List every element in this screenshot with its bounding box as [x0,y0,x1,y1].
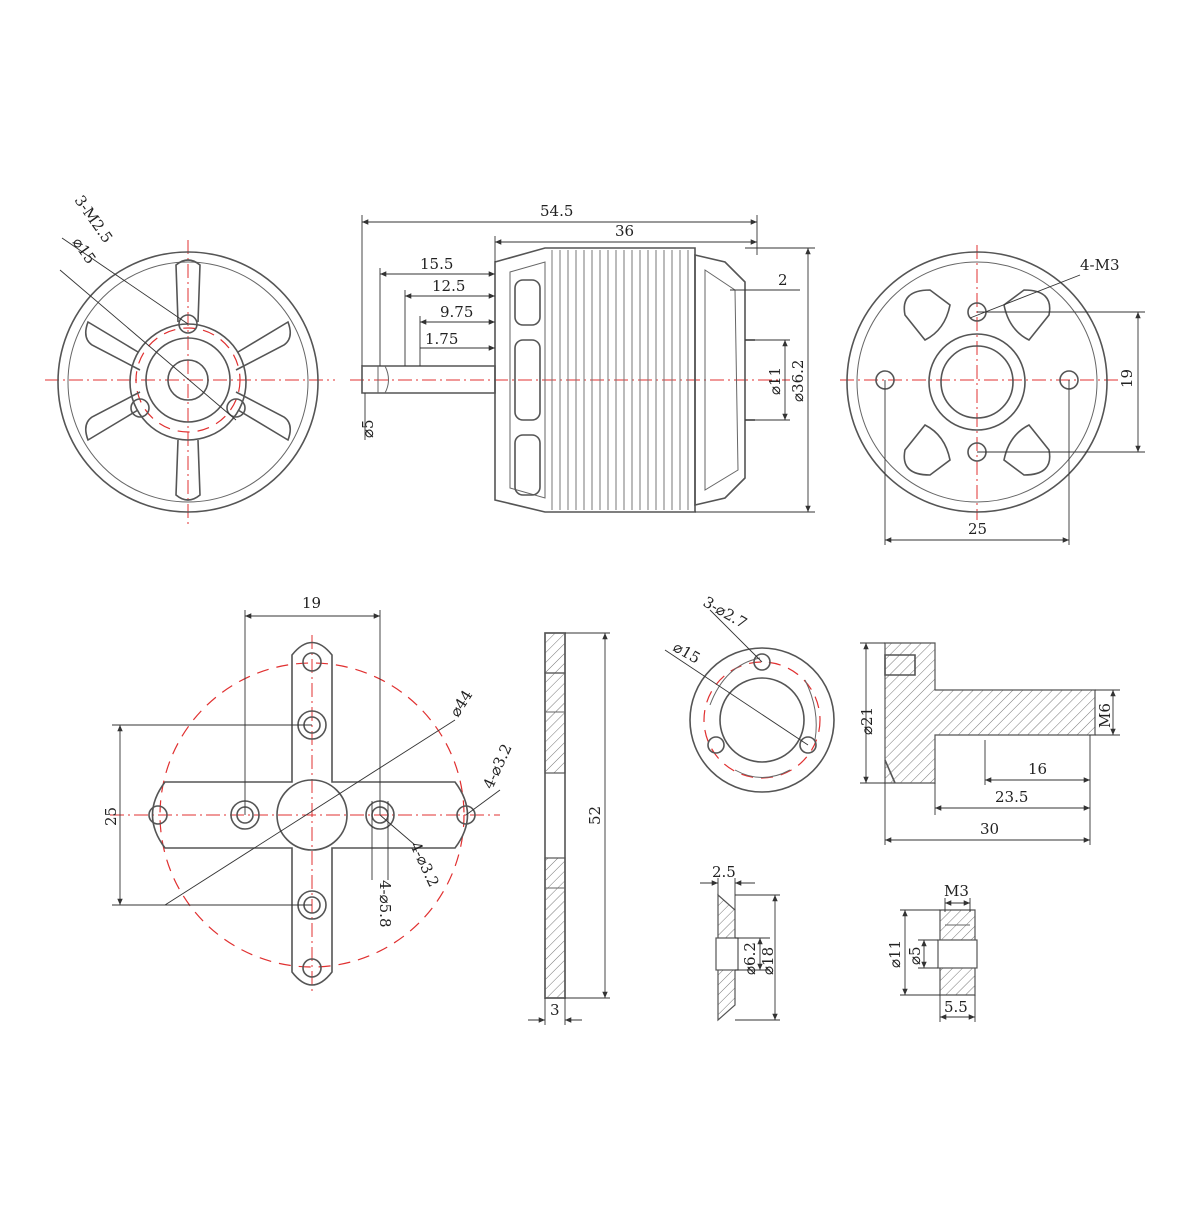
side-fins [551,250,689,510]
front-circle-label: ⌀15 [69,234,100,267]
front-view: 3-M2.5 ⌀15 [45,192,335,525]
collet-plate-outer [689,647,835,793]
washer-view: 2.5 ⌀6.2 ⌀18 [700,863,780,1022]
mount-section-height: 52 [586,806,604,825]
collet-plate-inner [719,677,805,763]
washer-thickness: 2.5 [712,863,736,881]
side-body-length: 36 [615,222,634,240]
front-bore [167,359,209,401]
nut-view: M3 ⌀11 ⌀5 5.5 [886,882,978,1022]
cross-center-hole [276,779,348,851]
rear-view: 4-M3 19 25 [840,245,1145,545]
front-hole-left [130,398,150,418]
cross-spacing-side: 25 [102,807,120,826]
rear-thread-label: 4-M3 [1080,256,1120,274]
prop-adapter-view: ⌀21 M6 16 23.5 30 [858,642,1120,845]
collet-hole-label: 3-⌀2.7 [700,593,750,632]
nut-inner-dia: ⌀5 [906,946,924,965]
collet-circle-label: ⌀15 [670,638,703,668]
prop-len-23-5: 23.5 [995,788,1028,806]
side-view: 54.5 36 15.5 12.5 9.75 1.75 2 ⌀5 ⌀11 ⌀36… [350,202,815,513]
front-spokes [84,259,292,501]
collet-plate-view: 3-⌀2.7 ⌀15 [664,593,835,793]
side-shaft-1-75: 1.75 [425,330,458,348]
side-body-dia: ⌀36.2 [789,360,807,402]
prop-adapter-body [884,642,1096,784]
nut-outer-dia: ⌀11 [886,940,904,968]
front-bolt-circle [135,327,241,433]
cross-spacing-top: 19 [302,594,321,612]
cross-circle-label: ⌀44 [446,687,476,720]
rear-spacing-h: 25 [968,520,987,538]
cross-hole-label-a: 4-⌀3.2 [479,741,515,792]
cross-hole-label-b: 4-⌀3.2 [406,839,442,890]
side-vent-2 [514,339,541,421]
mount-section-thickness: 3 [550,1001,560,1019]
side-overall-length: 54.5 [540,202,573,220]
side-shaft-dia: ⌀5 [359,419,377,438]
cross-mount-view: 19 25 ⌀44 4-⌀3.2 4-⌀3.2 4-⌀5.8 [102,594,516,995]
side-shaft-12-5: 12.5 [432,277,465,295]
prop-flange-dia: ⌀21 [858,707,876,735]
front-boss [145,337,231,423]
front-inner-rim [67,261,309,503]
nut-thread: M3 [944,882,969,900]
front-hole-top [178,314,198,334]
rear-outer-rim [846,251,1108,513]
mount-section-view: 52 3 [528,632,610,1025]
rear-center-boss [928,333,1026,431]
cross-counterbore-label: 4-⌀5.8 [376,880,394,928]
cross-plate [151,641,469,986]
side-boss-dia: ⌀11 [766,367,784,395]
front-leader-thread [61,237,189,325]
rear-spacing-v: 19 [1118,369,1136,388]
side-shaft-9-75: 9.75 [440,303,473,321]
side-vent-1 [514,279,541,326]
prop-len-16: 16 [1028,760,1047,778]
front-hole-right [226,398,246,418]
washer-inner-dia: ⌀6.2 [741,942,759,975]
nut-width: 5.5 [944,998,968,1016]
washer-outer-dia: ⌀18 [759,947,777,975]
prop-len-30: 30 [980,820,999,838]
side-vent-3 [514,434,541,496]
side-flange-2: 2 [778,271,788,289]
front-leader-circle [59,269,237,421]
front-outer-rim [57,251,319,513]
side-shaft-15-5: 15.5 [420,255,453,273]
prop-thread: M6 [1096,703,1114,728]
side-base [694,253,746,507]
